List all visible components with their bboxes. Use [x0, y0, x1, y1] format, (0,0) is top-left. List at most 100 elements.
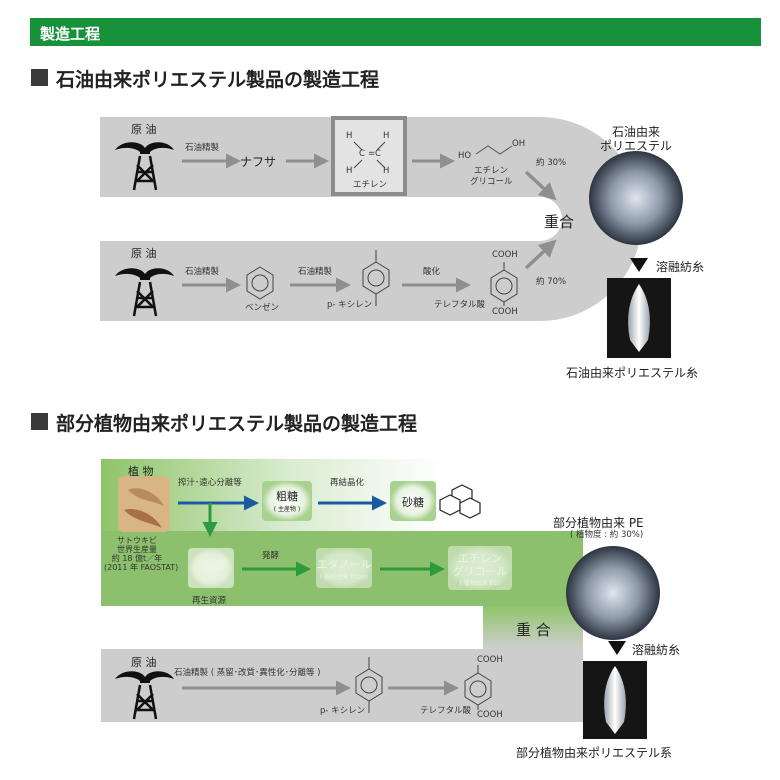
fiber-label: 部分植物由来ポリエステル系 — [516, 746, 673, 760]
crude-oil-label: 原 油 — [131, 656, 157, 669]
atom-c: C — [375, 149, 381, 159]
cooh-top: COOH — [477, 655, 503, 665]
oil-derrick-icon — [115, 142, 174, 191]
cooh-bottom: COOH — [492, 307, 518, 317]
ferment-step-label: 発酵 — [262, 551, 280, 561]
oil-derrick-icon — [115, 671, 174, 720]
eg-structure — [475, 145, 513, 155]
sugarcane-detail — [124, 508, 162, 528]
sugarcane-info-line: 世界生産量 — [117, 545, 157, 554]
ethylene-box — [331, 116, 407, 196]
down-triangle-icon — [608, 641, 626, 655]
oxidation-label: 酸化 — [423, 267, 441, 277]
terephthalic-acid-label: テレフタル酸 — [420, 706, 472, 716]
cooh-top: COOH — [492, 250, 518, 260]
step-refining-label: 石油精製 — [185, 267, 220, 277]
header-label: 製造工程 — [40, 25, 101, 43]
down-triangle-icon — [630, 258, 648, 272]
benzene-label: ベンゼン — [245, 303, 280, 313]
eg-sub: ( 植物由来 EG) — [459, 580, 501, 587]
plant-label: 植 物 — [128, 465, 154, 478]
atom-h: H — [383, 131, 390, 141]
raw-sugar-label: 粗糖 — [276, 490, 298, 503]
polyester-fiber-image — [566, 546, 660, 640]
ethylene-label: エチレン — [353, 180, 388, 190]
oil-derrick-icon — [115, 268, 174, 317]
yarn-bobbin — [628, 284, 650, 352]
benzene-structure — [246, 266, 274, 300]
terephthalic-acid-structure — [464, 665, 492, 710]
polyester-fiber-image — [589, 151, 683, 245]
crude-oil-label: 原 油 — [131, 247, 157, 260]
double-bond: = — [368, 149, 376, 159]
p-xylene-structure — [355, 657, 383, 713]
atom-c: C — [359, 149, 365, 159]
header-bar: 製造工程 — [30, 18, 761, 46]
molasses-box — [188, 548, 234, 588]
renewable-label: 再生資源 — [192, 596, 227, 606]
bond — [376, 141, 386, 151]
p-xylene-label: p- キシレン — [327, 300, 373, 310]
raw-sugar-sub: ( 主産物 ) — [273, 506, 301, 513]
step-refining-label: 石油精製 — [185, 143, 220, 153]
section1-title: 石油由来ポリエステル製品の製造工程 — [56, 69, 380, 91]
section1-diagram — [100, 116, 683, 358]
sugarcane-info-line: 約 18 億t／年 — [111, 554, 163, 563]
atom-h: H — [346, 131, 353, 141]
ethanol-box — [316, 548, 372, 588]
p-xylene-structure — [362, 250, 390, 306]
extract-step-label: 搾汁･遠心分離等 — [178, 478, 242, 488]
polymerize-label: 重 合 — [516, 621, 551, 639]
section2-title: 部分植物由来ポリエステル製品の製造工程 — [56, 413, 418, 435]
sugar-box — [390, 481, 436, 521]
terephthalic-acid-label: テレフタル酸 — [434, 300, 486, 310]
sugarcane-info: サトウキビ 世界生産量 約 18 億t／年 (2011 年 FAOSTAT) — [104, 536, 179, 572]
section1-marker — [31, 69, 48, 86]
product-name-line1: 石油由来 — [611, 125, 660, 139]
spinning-label: 溶融紡糸 — [656, 260, 705, 274]
crude-oil-label: 原 油 — [131, 123, 157, 136]
bond — [376, 159, 386, 169]
product-name: 部分植物由来 PE — [553, 516, 644, 530]
ethanol-sub: ( 植物由来 EtOH) — [320, 574, 368, 581]
eg-oh: OH — [512, 139, 526, 149]
section2-marker — [31, 413, 48, 430]
share-30-label: 約 30% — [536, 158, 567, 168]
bond — [353, 141, 363, 151]
product-sub: ( 植物度 : 約 30%) — [570, 530, 644, 540]
sugarcane-info-line: サトウキビ — [117, 536, 157, 545]
recrystal-step-label: 再結晶化 — [330, 478, 365, 488]
atom-h: H — [346, 166, 353, 176]
sugarcane-detail — [128, 488, 164, 506]
p-xylene-label: p- キシレン — [320, 706, 366, 716]
sugar-cubes-icon — [439, 484, 481, 519]
molasses-label: 廃糖蜜 — [194, 558, 228, 571]
share-70-label: 約 70% — [536, 277, 567, 287]
eg-box — [448, 546, 512, 590]
arrow — [524, 170, 557, 201]
sugarcane-info-line: (2011 年 FAOSTAT) — [104, 563, 179, 572]
product-name-line2: ポリエステル — [599, 139, 672, 153]
molasses-sub: ( 副産物 ) — [197, 574, 225, 581]
eg-label-2: グリコール — [470, 177, 513, 187]
terephthalic-acid-structure — [490, 262, 518, 306]
sugar-label: 砂糖 — [402, 496, 424, 509]
eg-label-1: エチレン — [474, 166, 509, 176]
spinning-label: 溶融紡糸 — [632, 643, 681, 657]
bond — [353, 159, 363, 169]
eg-ho: HO — [458, 151, 472, 161]
polymerize-band — [483, 606, 583, 649]
atom-h: H — [383, 166, 390, 176]
oil-refining-step-label: 石油精製 ( 蒸留･改質･異性化･分離等 ) — [174, 668, 321, 678]
eg-label-1: エチレン — [458, 552, 502, 565]
arrow — [524, 239, 557, 270]
yarn-bobbin — [604, 666, 626, 734]
fiber-label: 石油由来ポリエステル糸 — [566, 366, 699, 380]
step-refining-label: 石油精製 — [298, 267, 333, 277]
eg-label-2: グリコール — [452, 565, 508, 578]
ethanol-label: エタノール — [316, 558, 372, 571]
cooh-bottom: COOH — [477, 710, 503, 720]
raw-sugar-box — [262, 481, 312, 521]
naphtha-label: ナフサ — [240, 155, 277, 169]
